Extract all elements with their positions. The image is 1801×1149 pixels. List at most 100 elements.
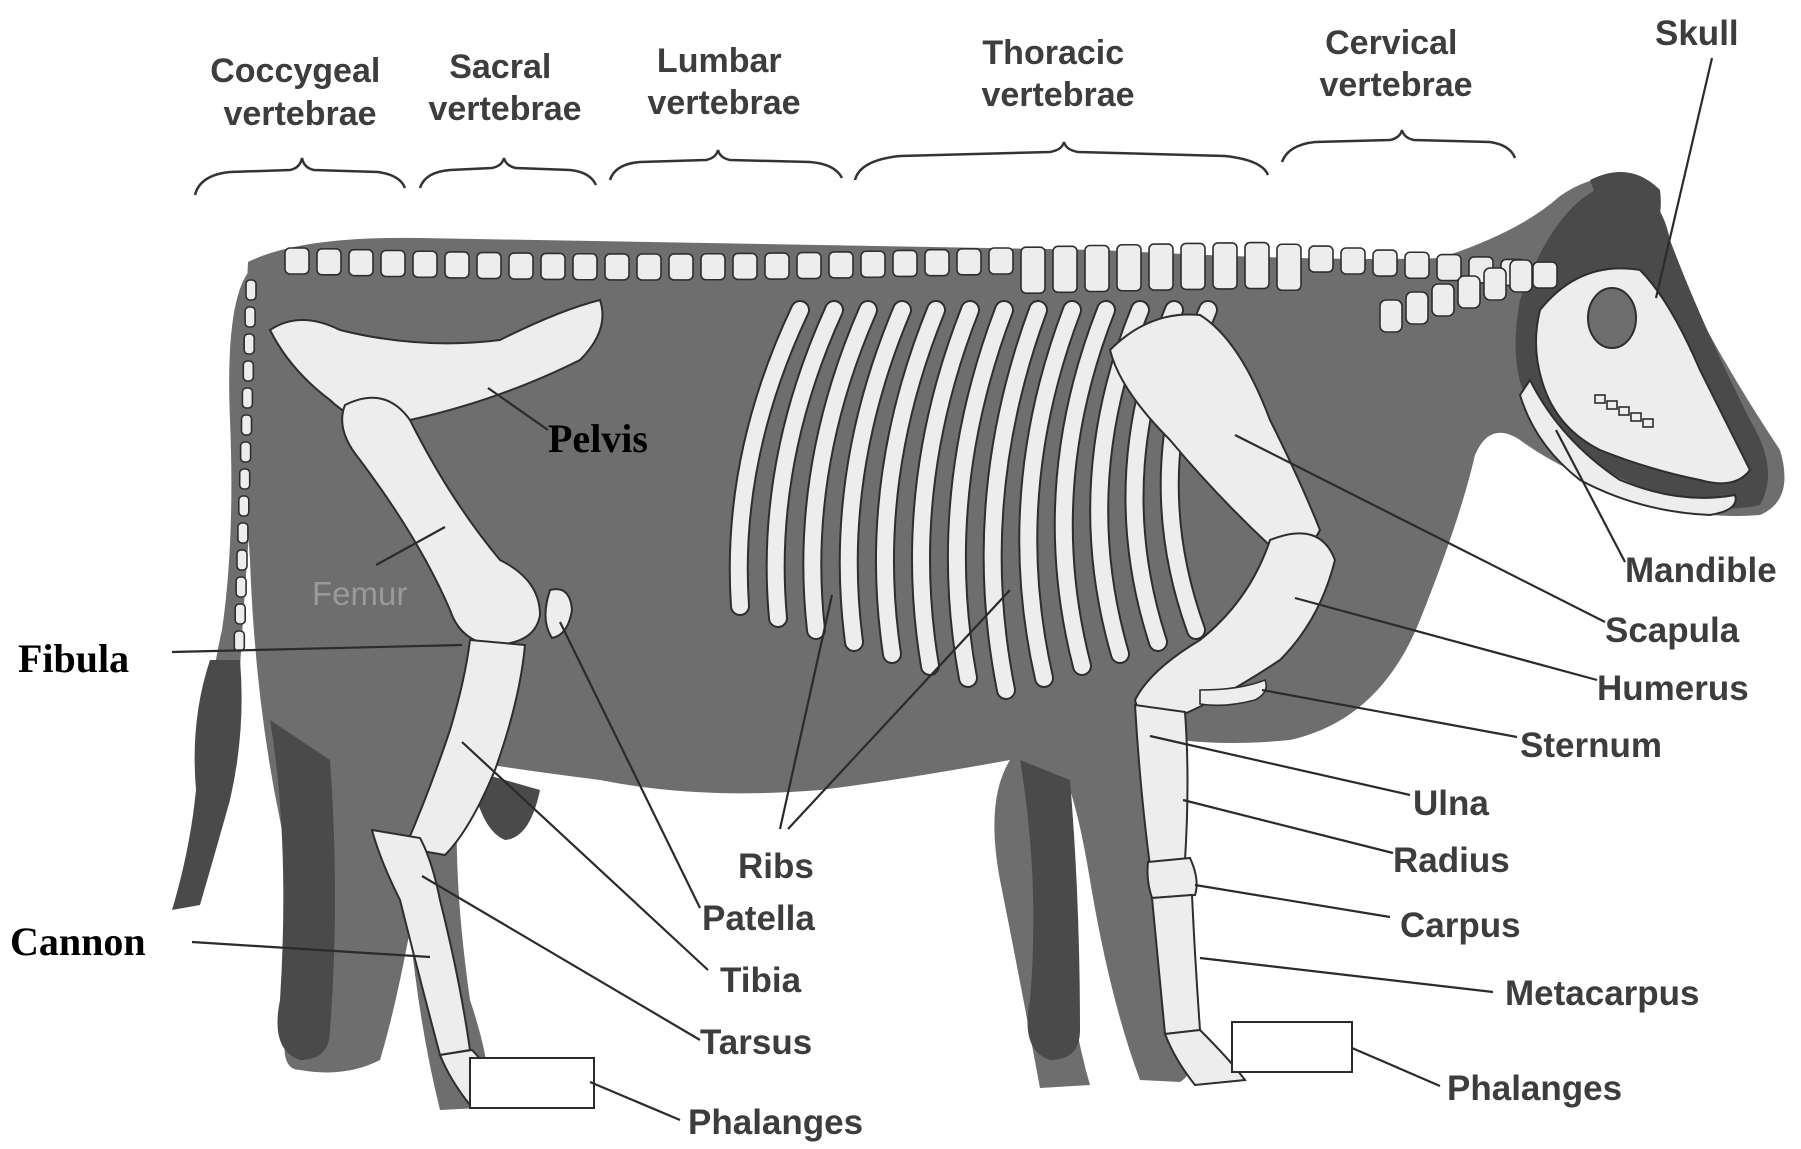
vertebra [317, 249, 341, 275]
vertebra [509, 253, 533, 279]
coccygeal-vertebra [237, 550, 247, 570]
vertebra [957, 249, 981, 275]
vertebra [605, 254, 629, 280]
vertebra [349, 250, 373, 276]
label-coccygeal-line2: vertebrae [223, 95, 376, 133]
label-mandible: Mandible [1625, 551, 1777, 590]
coccygeal-vertebra [243, 361, 253, 381]
label-phalanges-fore: Phalanges [1447, 1069, 1622, 1108]
label-ulna: Ulna [1413, 784, 1489, 823]
label-lumbar-vertebrae: Lumbar vertebrae [647, 42, 800, 122]
label-skull: Skull [1655, 14, 1739, 53]
label-metacarpus: Metacarpus [1505, 974, 1700, 1013]
coccygeal-vertebra [238, 523, 248, 543]
label-scapula: Scapula [1605, 611, 1740, 650]
coccygeal-vertebra [242, 415, 252, 435]
vertebra [573, 254, 597, 280]
vertebra [1117, 245, 1141, 291]
brace-coccygeal [195, 158, 405, 195]
vertebra [1437, 255, 1461, 281]
vertebra [285, 248, 309, 274]
vertebra [861, 251, 885, 277]
coccygeal-vertebra [235, 604, 245, 624]
label-radius: Radius [1393, 841, 1510, 880]
label-sacral-line1: Sacral [449, 48, 551, 86]
vertebra [765, 253, 789, 279]
brace-thoracic [855, 142, 1268, 180]
leader-skull [1656, 58, 1712, 298]
vertebra [1021, 247, 1045, 293]
label-lumbar-line1: Lumbar [657, 42, 782, 80]
coccygeal-vertebra [239, 496, 249, 516]
vertebra [1277, 244, 1301, 290]
vertebra [1053, 246, 1077, 292]
vertebra [893, 250, 917, 276]
vertebra [413, 251, 437, 277]
coccygeal-vertebra [241, 442, 251, 462]
label-thoracic-line2: vertebrae [981, 76, 1134, 114]
cervical-vertebra [1484, 268, 1506, 300]
coccygeal-vertebra [240, 469, 250, 489]
label-tibia: Tibia [720, 961, 802, 1000]
label-patella: Patella [702, 899, 815, 938]
cervical-vertebra [1432, 284, 1454, 316]
coccygeal-vertebra [234, 631, 244, 651]
brace-cervical [1282, 130, 1515, 162]
label-pelvis: Pelvis [548, 416, 648, 461]
tail-switch [172, 660, 242, 910]
label-sacral-line2: vertebrae [428, 90, 581, 128]
tooth [1607, 401, 1617, 409]
label-fibula: Fibula [18, 636, 129, 681]
label-femur: Femur [312, 575, 407, 612]
vertebra [1533, 262, 1557, 288]
label-cervical-line1: Cervical [1325, 24, 1457, 62]
cervical-vertebra [1510, 260, 1532, 292]
label-tarsus: Tarsus [700, 1023, 812, 1062]
leader-metacarpus [1200, 958, 1493, 992]
brace-sacral [420, 158, 596, 188]
coccygeal-vertebra [236, 577, 246, 597]
vertebra [925, 250, 949, 276]
vertebra [1213, 243, 1237, 289]
region-labels: Coccygeal vertebrae Sacral vertebrae Lum… [210, 24, 1472, 133]
vertebra [1245, 243, 1269, 289]
vertebra [1085, 245, 1109, 291]
cervical-vertebra [1406, 292, 1428, 324]
label-coccygeal-vertebrae: Coccygeal vertebrae [210, 52, 390, 133]
leader-carpus [1195, 885, 1390, 917]
vertebra [1309, 246, 1333, 272]
vertebra [1405, 252, 1429, 278]
vertebra [477, 253, 501, 279]
tooth [1631, 413, 1641, 421]
vertebra [1149, 244, 1173, 290]
vertebra [829, 252, 853, 278]
coccygeal-vertebra [244, 334, 254, 354]
leader-phalanges-hind [590, 1082, 680, 1120]
vertebra [797, 253, 821, 279]
label-thoracic-line1: Thoracic [982, 34, 1124, 72]
coccygeal-vertebra [245, 307, 255, 327]
label-cannon: Cannon [10, 919, 146, 964]
tooth [1595, 395, 1605, 403]
label-phalanges-hind: Phalanges [688, 1103, 863, 1142]
coccygeal-vertebra [246, 280, 256, 300]
vertebra [701, 254, 725, 280]
leader-ulna [1150, 736, 1410, 795]
label-thoracic-vertebrae: Thoracic vertebrae [981, 34, 1134, 114]
leader-radius [1183, 800, 1393, 853]
vertebra [989, 248, 1013, 274]
vertebra [733, 253, 757, 279]
vertebra [381, 250, 405, 276]
cervical-vertebra [1458, 276, 1480, 308]
region-braces [195, 130, 1515, 195]
label-coccygeal-line1: Coccygeal [210, 52, 380, 90]
vertebra [1181, 243, 1205, 289]
label-sternum: Sternum [1520, 726, 1662, 765]
cervical-vertebra [1380, 300, 1402, 332]
tooth [1619, 407, 1629, 415]
vertebra [637, 254, 661, 280]
leader-phalanges-fore [1352, 1048, 1440, 1086]
carpus-bone [1148, 858, 1197, 898]
